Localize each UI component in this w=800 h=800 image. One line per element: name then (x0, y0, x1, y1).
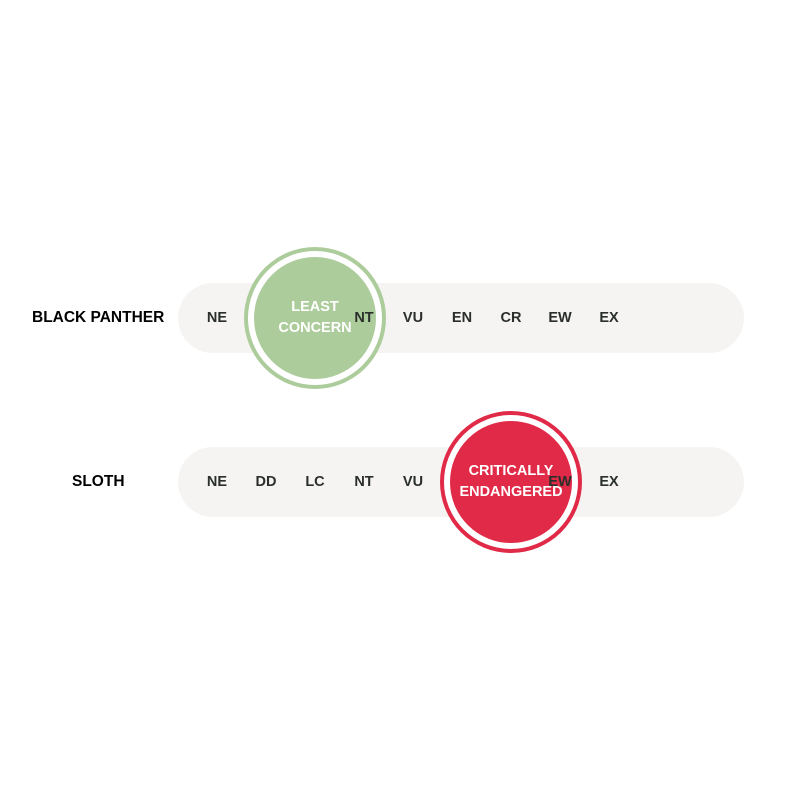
species-name: BLACK PANTHER (32, 309, 165, 326)
status-code-vu: VU (402, 474, 424, 490)
status-code-ew: EW (548, 474, 572, 490)
highlighted-status-label: CONCERN (278, 320, 352, 336)
status-track: NEDDLEASTCONCERNNTVUENCREWEX (178, 251, 744, 385)
highlighted-status-label: CRITICALLY (468, 463, 554, 479)
highlighted-status-label: ENDANGERED (459, 484, 563, 500)
species-row-sloth: SLOTH NEDDLCNTVUENCRITICALLYENDANGEREDEW… (0, 415, 800, 549)
status-code-ex: EX (599, 310, 619, 326)
status-code-lc: LC (305, 474, 325, 490)
status-code-en: EN (451, 310, 473, 326)
highlighted-status-badge: CRITICALLY ENDANGERED (444, 415, 578, 549)
highlighted-status-badge: LEAST CONCERN (248, 251, 382, 385)
status-code-vu: VU (402, 310, 424, 326)
status-code-nt: NT (354, 474, 374, 490)
status-track: NEDDLCNTVUENCRITICALLYENDANGEREDEWEX (178, 415, 744, 549)
status-code-ex: EX (599, 474, 619, 490)
highlighted-status-label: LEAST (291, 299, 339, 315)
status-code-ne: NE (206, 474, 228, 490)
status-code-ne: NE (206, 310, 228, 326)
species-name: SLOTH (72, 473, 125, 490)
status-code-nt: NT (354, 310, 374, 326)
status-code-cr: CR (500, 310, 522, 326)
species-row-black-panther: BLACK PANTHER NEDDLEASTCONCERNNTVUENCREW… (0, 251, 800, 385)
status-code-dd: DD (255, 474, 277, 490)
status-code-ew: EW (548, 310, 572, 326)
